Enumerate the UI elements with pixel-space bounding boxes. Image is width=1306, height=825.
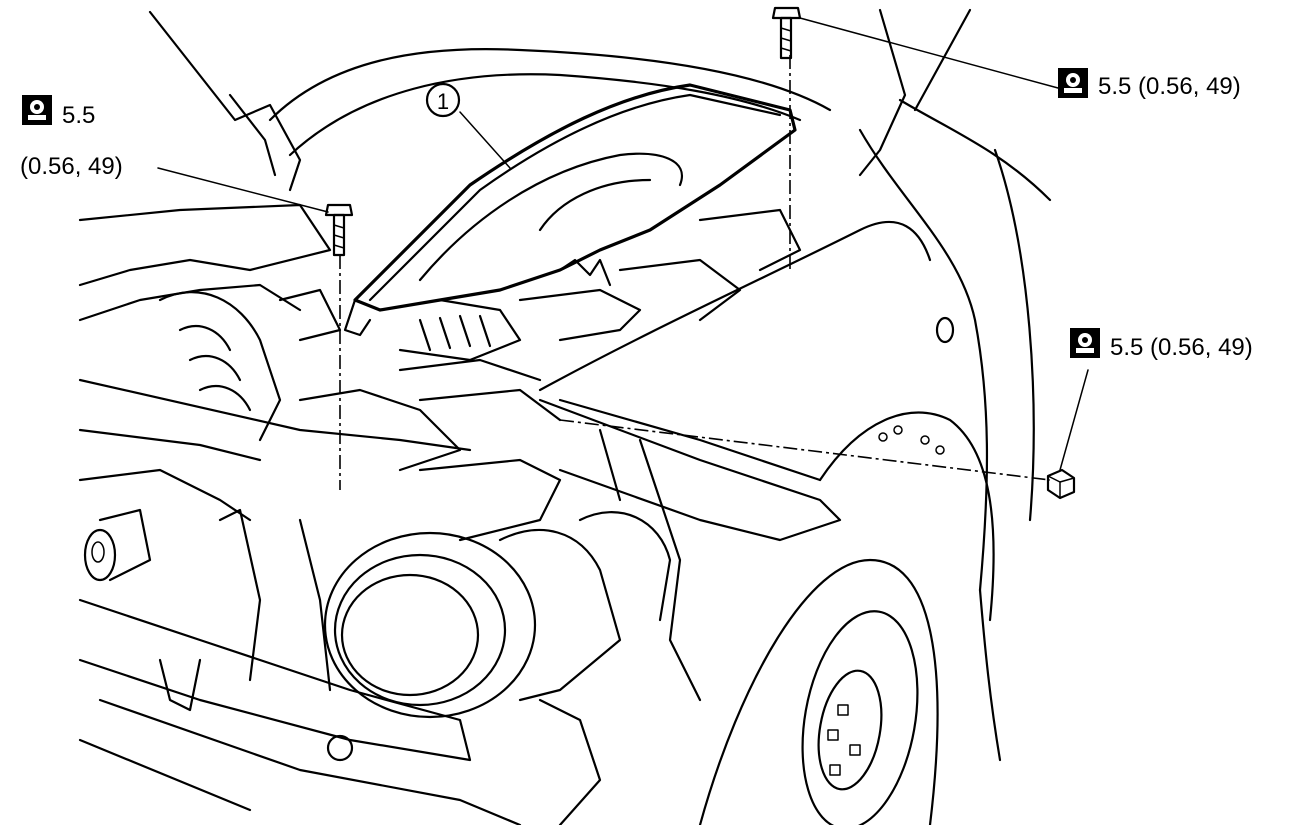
engine-components	[78, 203, 842, 825]
engine-cover-part-1	[343, 83, 797, 337]
torque-wrench-icon	[22, 95, 52, 125]
torque-label-top-right: 5.5 (0.56, 49)	[1098, 73, 1241, 100]
nut-right	[1046, 468, 1076, 500]
bolt-top-right	[771, 6, 802, 60]
alignment-lines	[339, 55, 1051, 490]
torque-wrench-icon	[1070, 328, 1100, 358]
callout-1: 1	[425, 82, 461, 118]
callout-number: 1	[437, 89, 449, 114]
torque-wrench-icon	[1058, 68, 1088, 98]
torque-label-right: 5.5 (0.56, 49)	[1110, 334, 1253, 361]
bolt-left	[324, 203, 354, 257]
torque-units-top-left: (0.56, 49)	[20, 153, 123, 180]
body-outline	[148, 8, 1052, 825]
leader-lines	[157, 17, 1089, 471]
torque-value-top-left: 5.5	[62, 102, 96, 129]
